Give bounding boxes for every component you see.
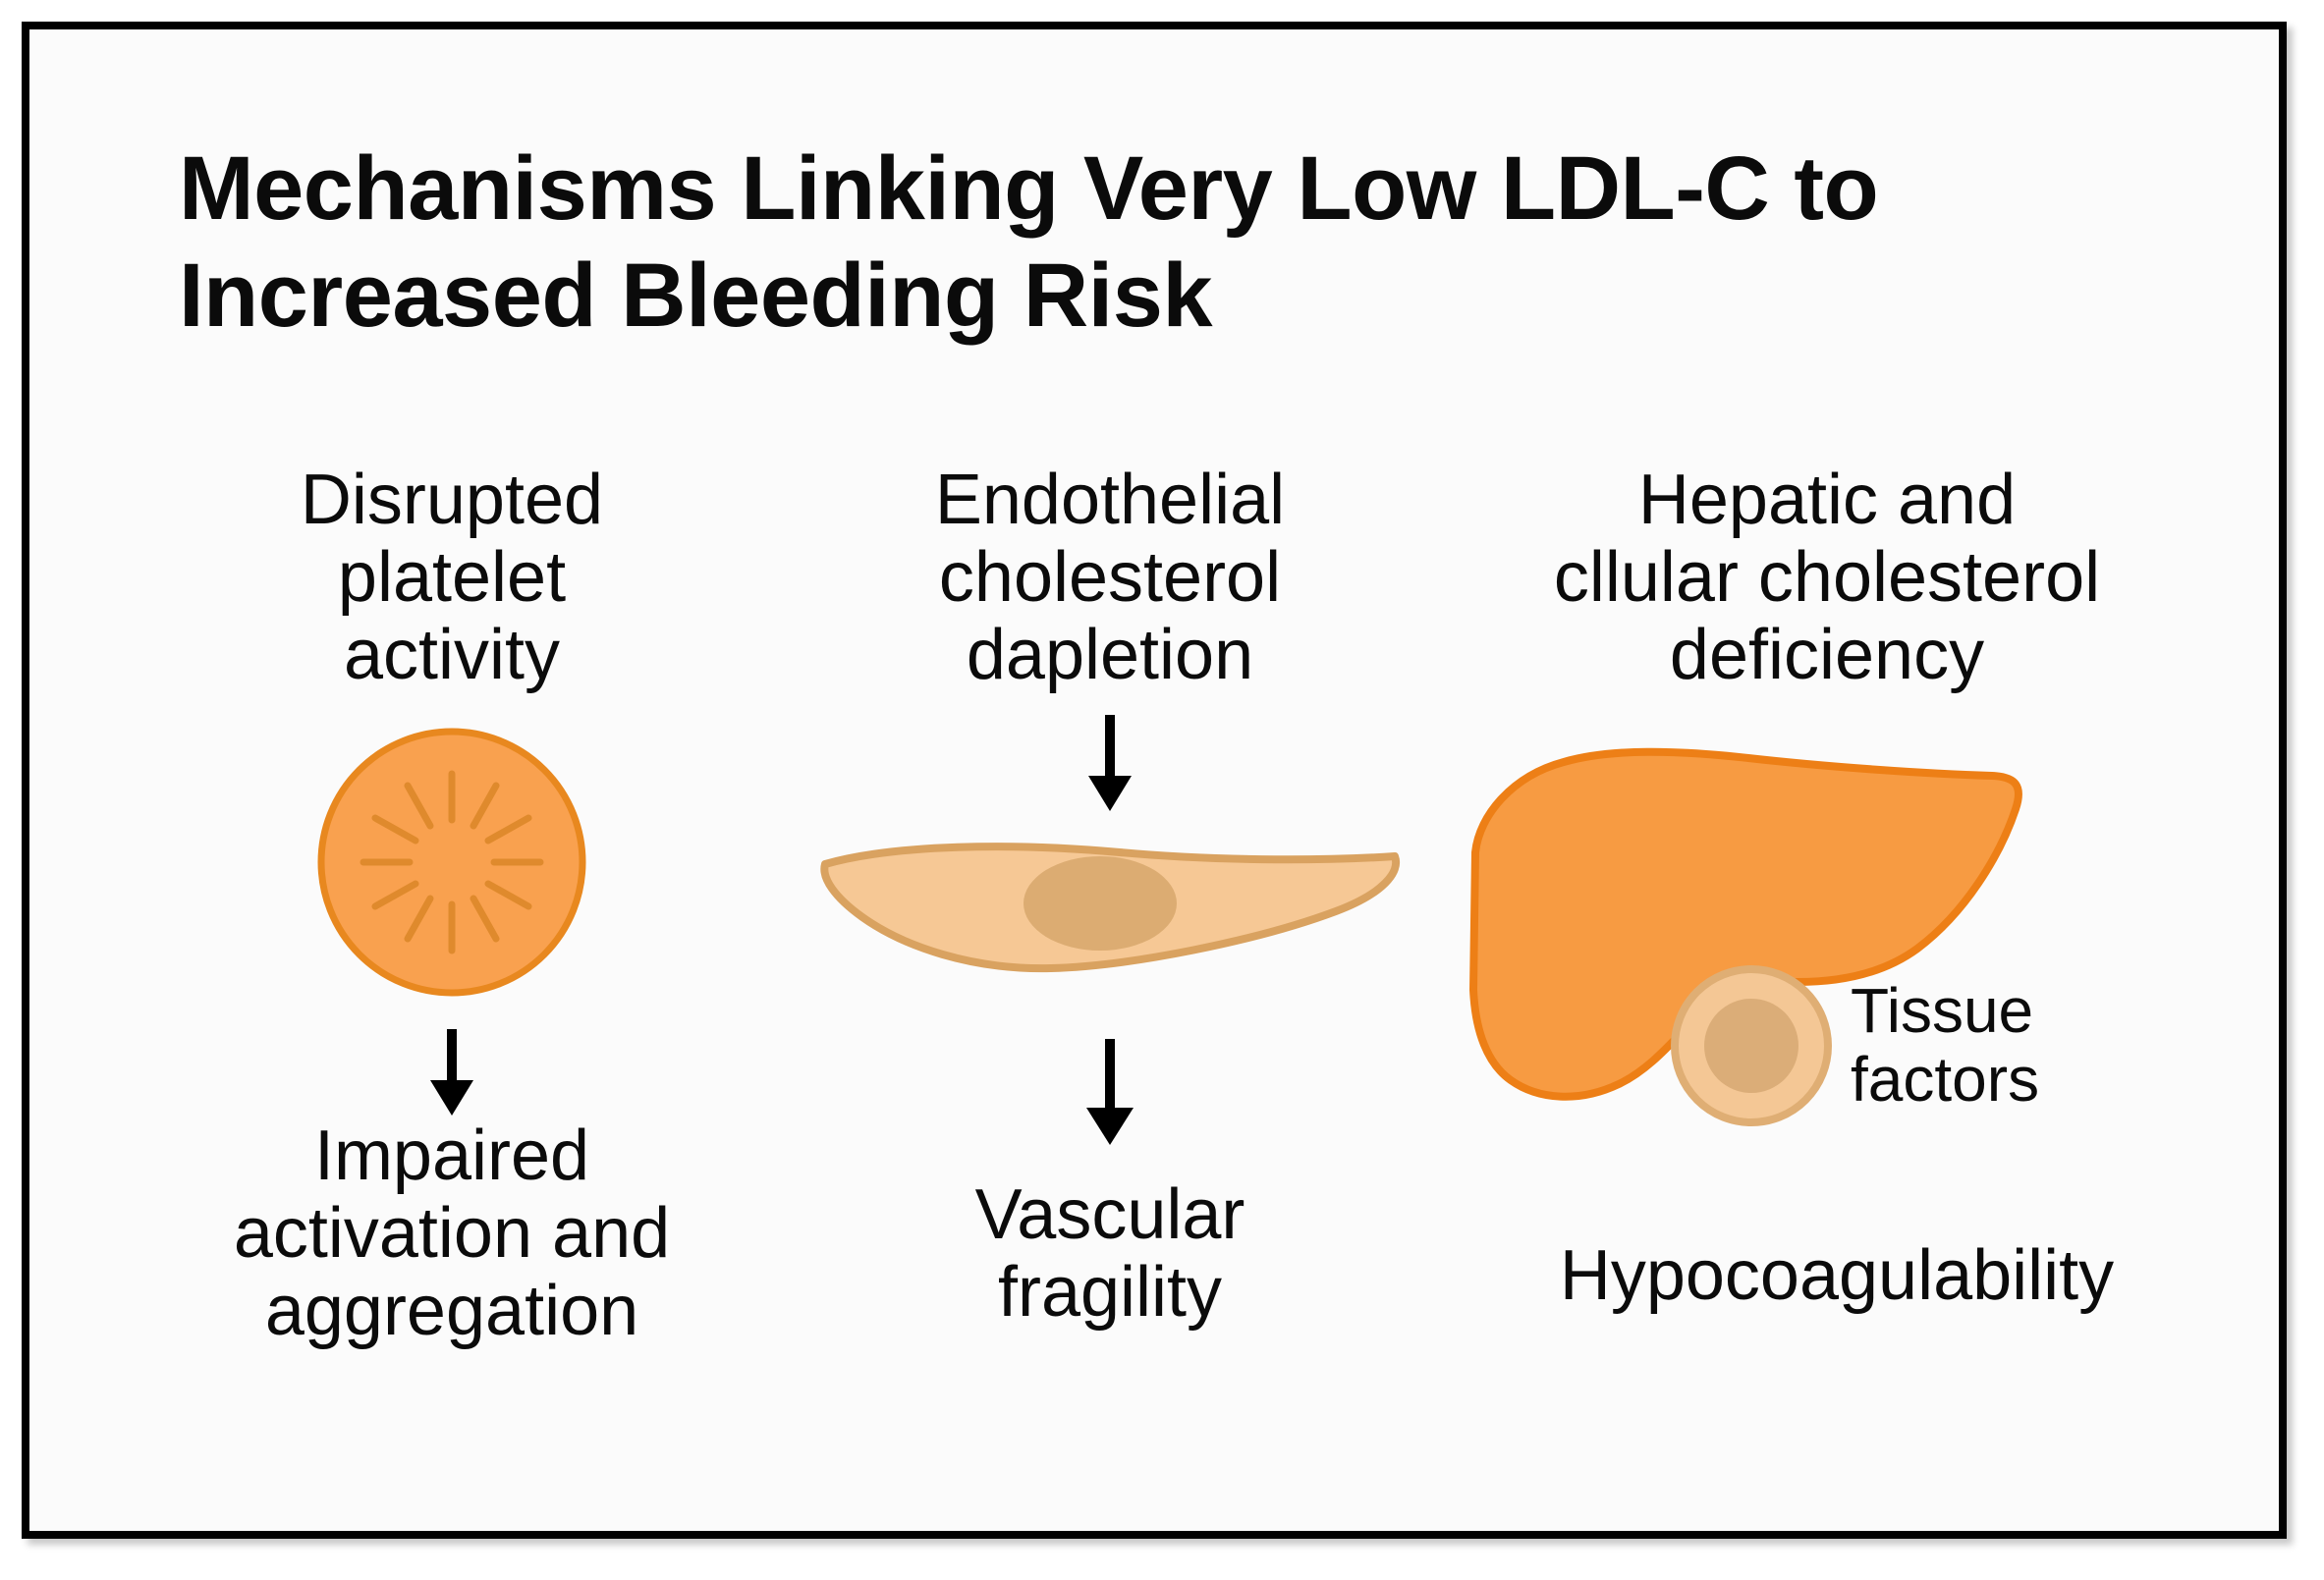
column-platelet: Disrupted platelet activity xyxy=(177,461,727,1350)
figure-frame: Mechanisms Linking Very Low LDL-C to Inc… xyxy=(22,22,2287,1539)
arrow-down-icon-top xyxy=(1088,714,1132,811)
platelet-outcome-label: Impaired activation and aggregation xyxy=(233,1116,671,1350)
endothelial-graphic-stage xyxy=(805,695,1414,1176)
arrow-down-icon-bottom xyxy=(1086,1038,1134,1145)
endothelial-outcome-label: Vascular fragility xyxy=(974,1174,1245,1332)
hepatic-graphic-stage: Tissue factors xyxy=(1444,695,2210,1126)
platelet-circle-icon xyxy=(317,728,586,997)
tissue-factor-label: Tissue factors xyxy=(1851,975,2040,1115)
page-title: Mechanisms Linking Very Low LDL-C to Inc… xyxy=(179,138,1879,346)
platelet-graphic-stage xyxy=(177,695,727,1117)
column-hepatic: Hepatic and cllular cholesterol deficien… xyxy=(1444,461,2210,1126)
hepatic-outcome-label: Hypocoagulability xyxy=(1559,1236,2115,1315)
column-endothelial-heading: Endothelial cholesterol dapletion xyxy=(934,461,1286,695)
liver-icon xyxy=(1469,747,2022,1101)
column-hepatic-heading: Hepatic and cllular cholesterol deficien… xyxy=(1553,461,2101,695)
tissue-factor-group: Tissue factors xyxy=(1668,962,2039,1129)
column-platelet-heading: Disrupted platelet activity xyxy=(300,461,604,695)
column-endothelial: Endothelial cholesterol dapletion Vascul… xyxy=(805,461,1414,1332)
endothelial-cell-icon xyxy=(820,842,1401,972)
arrow-down-icon xyxy=(430,1028,473,1116)
tissue-factor-cell-icon xyxy=(1671,964,1832,1126)
